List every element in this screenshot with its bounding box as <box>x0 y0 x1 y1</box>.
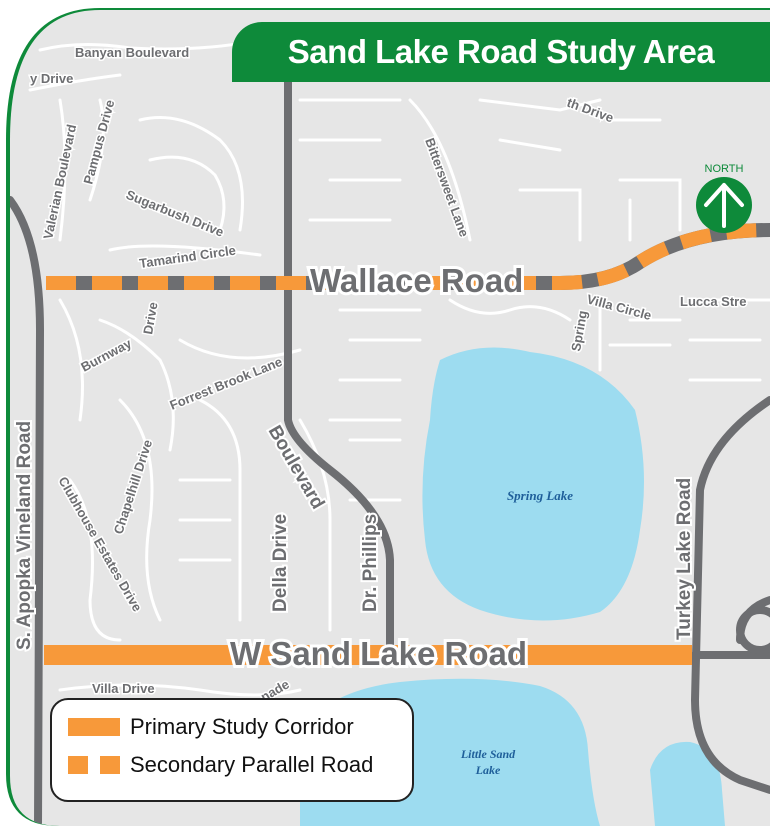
legend-secondary-row: Secondary Parallel Road <box>68 752 373 778</box>
turkey-lake-road <box>690 396 770 794</box>
north-arrow-icon: NORTH <box>696 163 752 233</box>
label-spring-lake: Spring Lake <box>507 488 573 503</box>
label-dr-phillips: Dr. Phillips <box>360 514 381 612</box>
label-drive-small: Drive <box>140 301 160 336</box>
label-lucca-street: Lucca Stre <box>680 294 746 309</box>
label-wallace-road: Wallace Road <box>310 262 523 299</box>
label-villa-drive: Villa Drive <box>92 681 155 696</box>
legend-secondary-label: Secondary Parallel Road <box>130 752 374 777</box>
map-legend: Primary Study Corridor Secondary Paralle… <box>50 698 414 802</box>
label-sand-lake-road: W Sand Lake Road <box>230 635 527 672</box>
major-roads-gray <box>10 76 770 826</box>
map-title: Sand Lake Road Study Area <box>232 22 770 82</box>
legend-primary-label: Primary Study Corridor <box>130 714 354 739</box>
legend-primary-swatch <box>68 718 120 736</box>
small-lake-east <box>650 741 725 826</box>
label-banyan-boulevard: Banyan Boulevard <box>75 45 189 60</box>
label-little-sand-lake-2: Lake <box>475 763 501 777</box>
dr-phillips-blvd <box>284 76 394 659</box>
legend-primary-row: Primary Study Corridor <box>68 714 354 740</box>
label-little-sand-lake-1: Little Sand <box>460 747 516 761</box>
label-y-drive: y Drive <box>30 71 73 86</box>
spring-lake <box>422 347 644 621</box>
legend-secondary-swatch <box>68 756 120 774</box>
label-della-drive: Della Drive <box>270 514 291 612</box>
vineland-road <box>10 196 45 826</box>
label-vineland-road: S. Apopka Vineland Road <box>14 421 35 650</box>
label-turkey-lake-road: Turkey Lake Road <box>674 478 695 640</box>
north-label: NORTH <box>705 163 744 175</box>
